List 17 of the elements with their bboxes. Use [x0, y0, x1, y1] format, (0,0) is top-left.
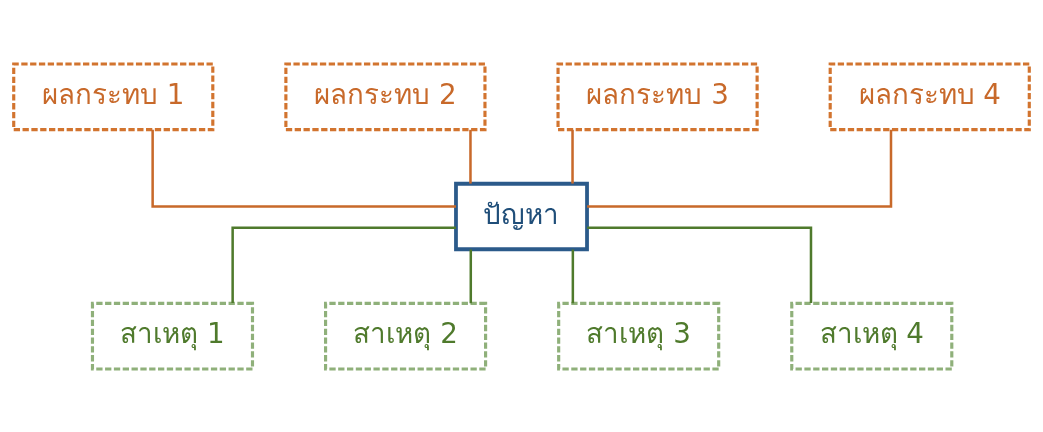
node-box: สาเหตุ 1: [90, 301, 255, 371]
connector: [571, 249, 575, 303]
node-box: สาเหตุ 4: [790, 301, 954, 371]
connector: [469, 129, 472, 184]
connector: [151, 129, 456, 208]
node-box: ปัญหา: [454, 181, 589, 251]
connector: [469, 249, 473, 303]
node-box: ผลกระทบ 4: [828, 61, 1031, 131]
node-box: สาเหตุ 3: [557, 301, 721, 371]
node-box: ผลกระทบ 3: [556, 61, 759, 131]
connector: [231, 226, 456, 303]
connector: [587, 129, 893, 208]
node-box: ผลกระทบ 2: [284, 61, 487, 131]
connector: [571, 129, 574, 184]
node-box: สาเหตุ 2: [324, 301, 488, 371]
connector: [587, 226, 813, 303]
node-box: ผลกระทบ 1: [12, 61, 215, 131]
